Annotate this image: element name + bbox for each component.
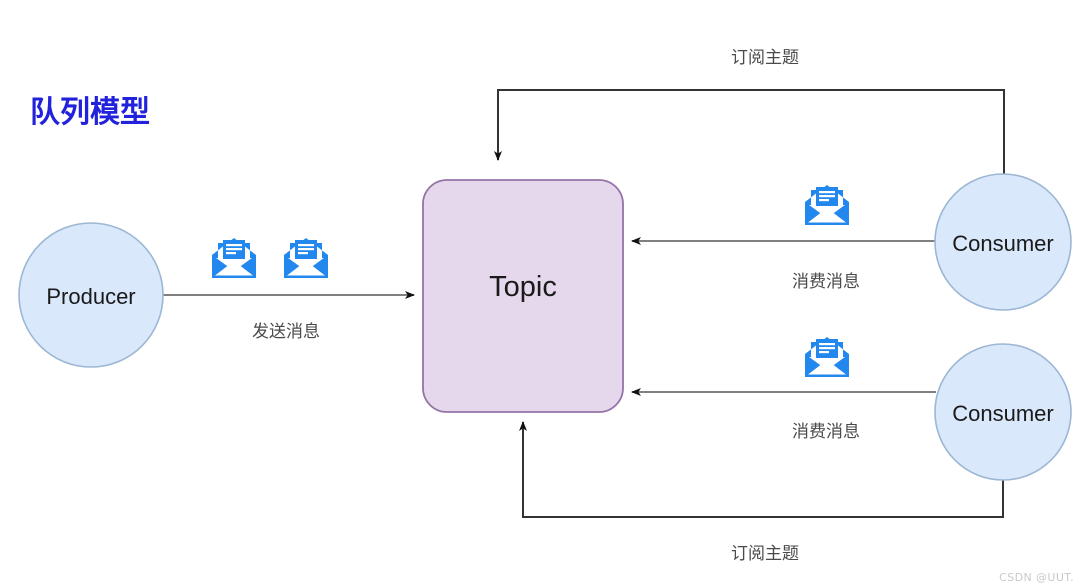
topic-box[interactable] bbox=[422, 179, 624, 413]
consumer-bottom-label: Consumer bbox=[952, 401, 1053, 426]
edge-subscribe-top: 订阅主题 bbox=[494, 48, 1005, 174]
edge-consume-bottom: 消费消息 bbox=[631, 388, 936, 442]
envelope-icon bbox=[805, 185, 849, 225]
edge-produce: 发送消息 bbox=[163, 291, 415, 342]
envelope-icon bbox=[212, 238, 256, 278]
producer-circle[interactable] bbox=[18, 222, 164, 368]
watermark: CSDN @UUT. bbox=[999, 571, 1074, 584]
edge-subscribe-bottom: 订阅主题 bbox=[519, 421, 1004, 564]
node-topic[interactable]: Topic bbox=[422, 179, 624, 413]
topic-label: Topic bbox=[489, 271, 557, 303]
edge-consume-top-label: 消费消息 bbox=[792, 272, 860, 292]
producer-label: Producer bbox=[46, 284, 135, 309]
consumer-top-label: Consumer bbox=[952, 231, 1053, 256]
edge-subscribe-top-path bbox=[494, 89, 1005, 174]
edge-subscribe-top-label: 订阅主题 bbox=[731, 48, 799, 68]
edge-produce-label: 发送消息 bbox=[252, 322, 320, 342]
node-consumer-top[interactable]: Consumer bbox=[934, 173, 1072, 311]
page-title: 队列模型 bbox=[30, 95, 150, 130]
node-consumer-bottom[interactable]: Consumer bbox=[934, 343, 1072, 481]
edge-subscribe-bottom-path bbox=[519, 421, 1004, 518]
node-producer[interactable]: Producer bbox=[18, 222, 164, 368]
edge-subscribe-bottom-label: 订阅主题 bbox=[731, 544, 799, 564]
edge-consume-top: 消费消息 bbox=[631, 237, 936, 292]
edge-consume-bottom-label: 消费消息 bbox=[792, 422, 860, 442]
envelope-icon bbox=[284, 238, 328, 278]
consumer-bottom-circle[interactable] bbox=[934, 343, 1072, 481]
consumer-top-circle[interactable] bbox=[934, 173, 1072, 311]
envelope-icon bbox=[805, 337, 849, 377]
